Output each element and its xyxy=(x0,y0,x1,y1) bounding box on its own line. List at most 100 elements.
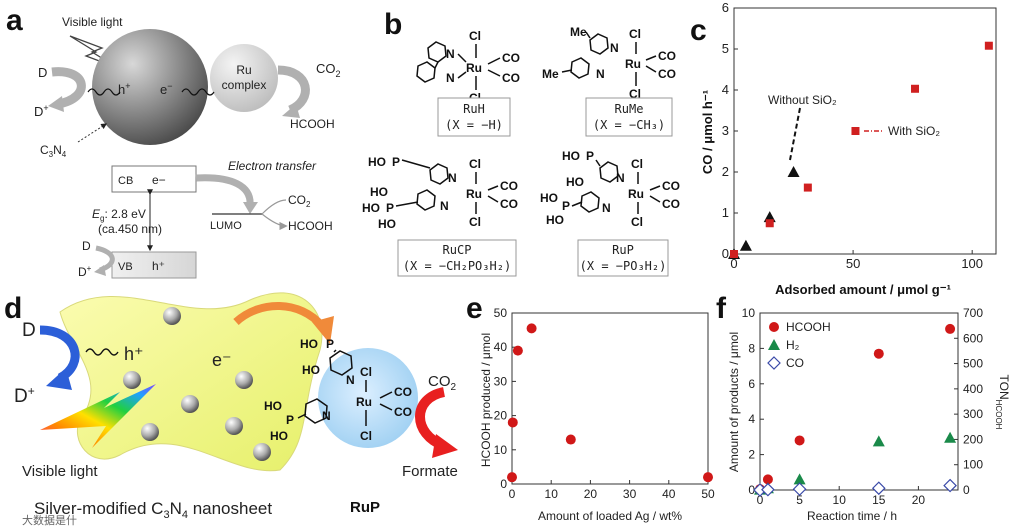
ag-nanoparticle xyxy=(235,371,253,389)
ag-nanoparticle xyxy=(225,417,243,435)
rup-bold-label: RuP xyxy=(350,499,380,516)
electron-transfer-arrow xyxy=(195,174,254,207)
y-right-tick-label: 600 xyxy=(963,331,983,345)
conduction-band xyxy=(111,165,197,193)
data-point xyxy=(872,435,885,447)
cb-label: CB xyxy=(118,175,133,187)
svg-text:Me: Me xyxy=(542,67,559,81)
donor-label: D xyxy=(38,65,47,80)
svg-text:Ru: Ru xyxy=(466,187,482,201)
y-tick-label: 1 xyxy=(722,205,729,220)
rume-label-box xyxy=(585,97,673,137)
data-point xyxy=(911,84,920,93)
y-tick-label: 40 xyxy=(494,340,508,354)
y-tick-label: 0 xyxy=(500,477,507,491)
rup-name: RuP xyxy=(612,243,634,257)
y-right-tick-label: 0 xyxy=(963,483,970,497)
plot-frame xyxy=(511,312,709,485)
hcooh-label: HCOOH xyxy=(290,117,335,131)
visible-light-label-d: Visible light xyxy=(22,463,98,480)
svg-text:P: P xyxy=(386,201,394,215)
svg-text:CO: CO xyxy=(394,385,412,399)
ru-complex-label-1: Ru xyxy=(236,63,251,77)
x-tick-label: 10 xyxy=(545,487,559,501)
y-right-tick-label: 700 xyxy=(963,306,983,320)
valence-band xyxy=(111,251,197,279)
svg-text:Ru: Ru xyxy=(625,57,641,71)
svg-text:Cl: Cl xyxy=(360,365,372,379)
ag-nanoparticle xyxy=(253,443,271,461)
with-sio2-label: With SiO₂ xyxy=(888,124,940,138)
plot-frame xyxy=(759,312,959,491)
y-right-tick-label: 400 xyxy=(963,382,983,396)
svg-text:HO: HO xyxy=(566,175,584,189)
hole-label: h⁺ xyxy=(124,344,144,364)
donor-arrow-blue xyxy=(39,325,80,382)
svg-text:Cl: Cl xyxy=(631,215,643,229)
svg-text:N: N xyxy=(446,71,455,85)
rup-x: (X = −PO₃H₂) xyxy=(580,259,667,273)
rucp-name: RuCP xyxy=(443,243,472,257)
chart-e-ylabel: HCOOH produced / μmol xyxy=(479,333,493,467)
x-tick-label: 0 xyxy=(730,256,737,271)
svg-text:HO: HO xyxy=(562,149,580,163)
svg-text:Cl: Cl xyxy=(360,429,372,443)
lumo-label: LUMO xyxy=(210,220,242,232)
svg-text:HO: HO xyxy=(378,217,396,231)
svg-text:N: N xyxy=(610,41,619,55)
y-tick-label: 0 xyxy=(748,483,755,497)
panel-a: a Visible light Ru complex h+ e− D D+ CO… xyxy=(6,4,341,279)
svg-text:CO: CO xyxy=(500,179,518,193)
ag-nanoparticle xyxy=(123,371,141,389)
data-point xyxy=(793,473,806,485)
ag-nanoparticle xyxy=(141,423,159,441)
svg-text:HO: HO xyxy=(302,363,320,377)
data-point xyxy=(526,323,537,334)
bandgap-label: Eg: 2.8 eV xyxy=(92,207,146,223)
y-tick-label: 4 xyxy=(722,82,729,97)
data-point xyxy=(565,434,576,445)
panel-label-f: f xyxy=(716,292,727,325)
y-tick-label: 0 xyxy=(722,246,729,261)
vb-donor-oxidized-label: D+ xyxy=(78,264,92,279)
h-plus-label: h+ xyxy=(118,81,131,97)
svg-text:HO: HO xyxy=(370,185,388,199)
svg-text:CO: CO xyxy=(502,71,520,85)
ruh-x: (X = −H) xyxy=(445,118,503,132)
svg-text:Ru: Ru xyxy=(628,187,644,201)
x-tick-label: 20 xyxy=(912,493,926,507)
y-tick-label: 4 xyxy=(748,412,755,426)
watermark: 大数据是什 xyxy=(22,513,77,527)
svg-text:P: P xyxy=(286,413,294,427)
y-tick-label: 6 xyxy=(748,377,755,391)
y-tick-label: 5 xyxy=(722,41,729,56)
svg-text:N: N xyxy=(596,67,605,81)
svg-text:Ru: Ru xyxy=(466,61,482,75)
svg-text:CO: CO xyxy=(658,67,676,81)
svg-text:Cl: Cl xyxy=(629,27,641,41)
electron-wave xyxy=(181,88,215,96)
data-point xyxy=(851,127,860,135)
hole-wave xyxy=(87,88,121,96)
data-point xyxy=(730,250,738,258)
y-tick-label: 3 xyxy=(722,123,729,138)
svg-text:CO: CO xyxy=(662,179,680,193)
legend-marker xyxy=(767,356,781,370)
svg-text:P: P xyxy=(326,337,334,351)
data-point xyxy=(943,478,957,493)
data-point xyxy=(944,431,957,443)
donor-d-label: D xyxy=(22,320,36,341)
ag-nanoparticle xyxy=(181,395,199,413)
structure-ruh: N N Ru Cl Cl CO CO xyxy=(416,29,520,105)
x-tick-label: 0 xyxy=(757,493,764,507)
legend-label: CO xyxy=(786,356,804,370)
ru-complex-sphere xyxy=(210,44,278,112)
svg-text:Cl: Cl xyxy=(469,215,481,229)
data-point xyxy=(765,219,774,228)
data-point xyxy=(507,417,518,428)
data-point xyxy=(873,348,884,359)
data-point xyxy=(787,166,800,177)
y-tick-label: 10 xyxy=(742,306,756,320)
